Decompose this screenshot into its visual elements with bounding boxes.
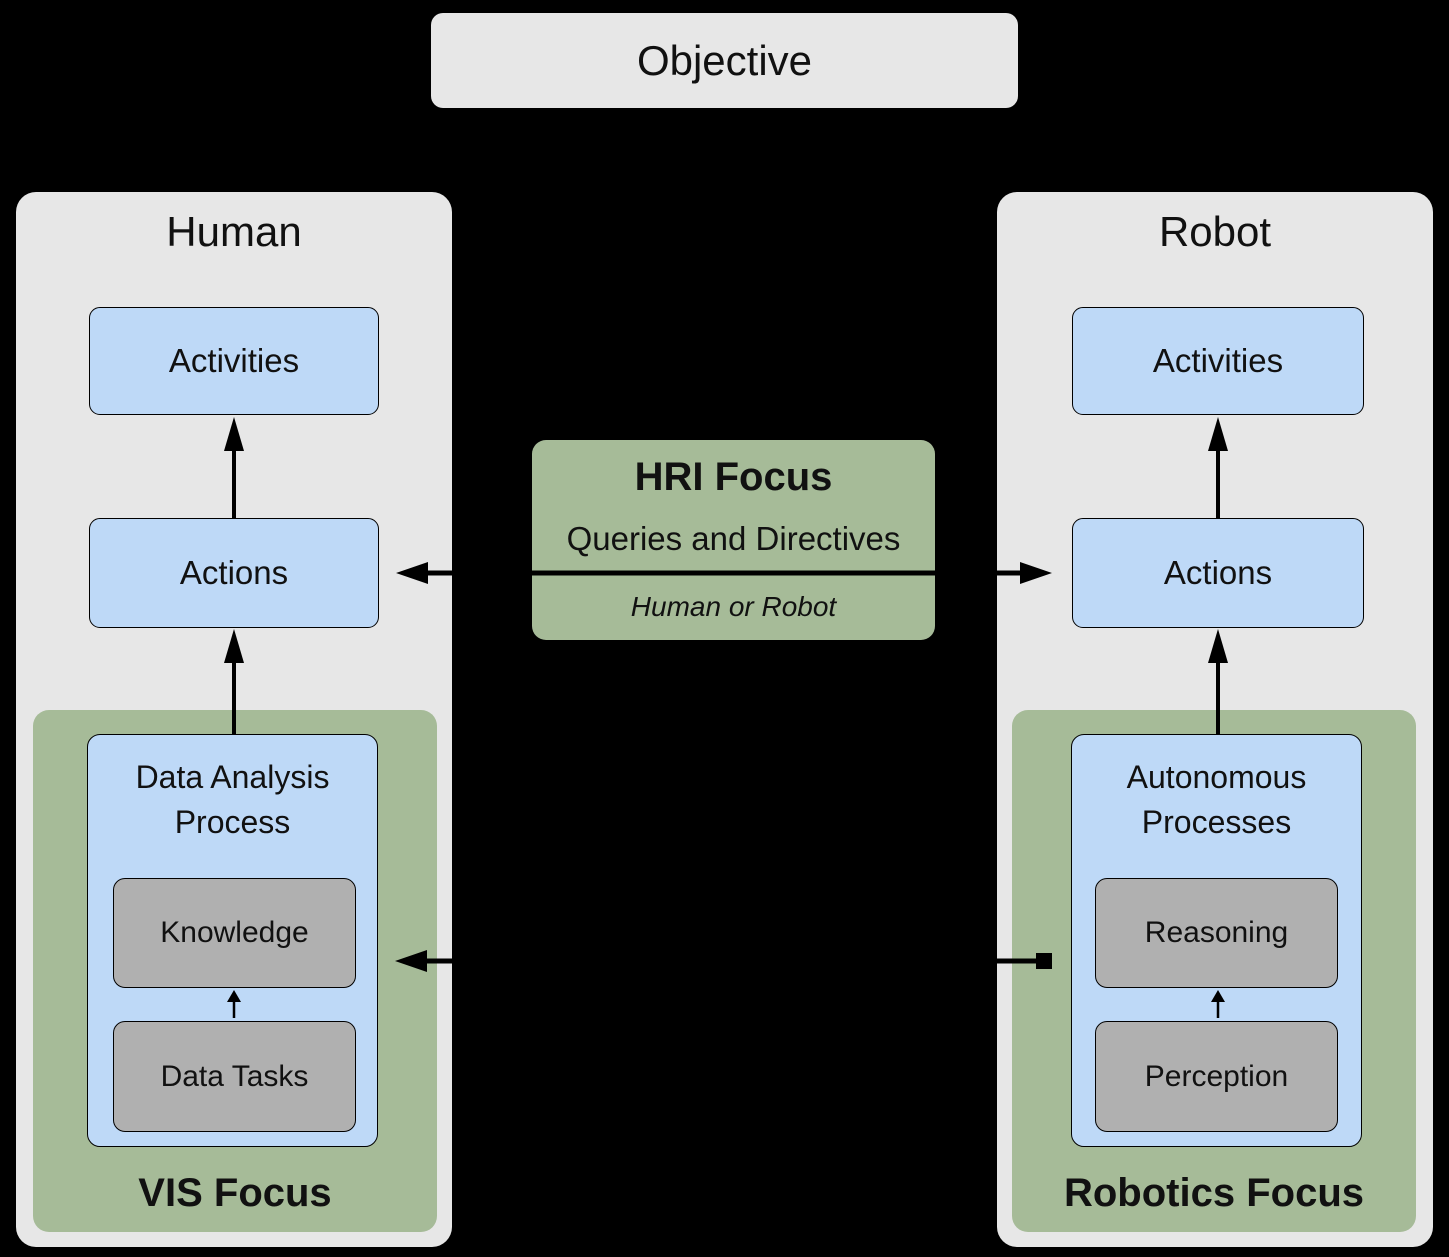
data-analysis-process-box: Data Analysis Process Knowledge Data Tas… <box>87 734 378 1147</box>
robot-panel-title: Robot <box>1158 208 1272 255</box>
vis-focus-title: VIS Focus <box>138 1171 332 1215</box>
robotics-focus-panel: Autonomous Processes Reasoning Perceptio… <box>1012 710 1416 1232</box>
perception-label: Perception <box>1144 1059 1289 1093</box>
robot-activities-label: Activities <box>1152 342 1284 379</box>
objective-box: Objective <box>431 13 1018 108</box>
human-actions-box: Actions <box>89 518 379 628</box>
human-activities-label: Activities <box>168 342 300 379</box>
knowledge-label: Knowledge <box>160 916 309 949</box>
data-analysis-process-label: Data Analysis Process <box>135 759 330 840</box>
robot-panel: Robot Activities Actions Autonomous Proc… <box>997 192 1433 1247</box>
autonomous-processes-label: Autonomous Processes <box>1126 759 1307 840</box>
robot-actions-box: Actions <box>1072 518 1364 628</box>
reasoning-label: Reasoning <box>1144 916 1289 949</box>
hri-subtitle: Queries and Directives <box>566 520 901 557</box>
autonomous-processes-box: Autonomous Processes Reasoning Perceptio… <box>1071 734 1362 1147</box>
objective-label: Objective <box>636 36 813 84</box>
hri-annotation: Human or Robot <box>630 591 837 622</box>
human-panel: Human Activities Actions Data Analysis P… <box>16 192 452 1247</box>
human-panel-title: Human <box>166 208 302 255</box>
robot-activities-box: Activities <box>1072 307 1364 415</box>
knowledge-box: Knowledge <box>113 878 356 988</box>
hri-focus-box: HRI Focus Queries and Directives Human o… <box>532 440 935 640</box>
human-activities-box: Activities <box>89 307 379 415</box>
perception-box: Perception <box>1095 1021 1338 1132</box>
robot-actions-label: Actions <box>1163 554 1273 591</box>
human-actions-label: Actions <box>179 554 289 591</box>
robotics-focus-title: Robotics Focus <box>1063 1171 1365 1215</box>
data-tasks-label: Data Tasks <box>160 1059 309 1093</box>
vis-focus-panel: Data Analysis Process Knowledge Data Tas… <box>33 710 437 1232</box>
data-tasks-box: Data Tasks <box>113 1021 356 1132</box>
reasoning-box: Reasoning <box>1095 878 1338 988</box>
hri-focus-title: HRI Focus <box>634 455 833 499</box>
